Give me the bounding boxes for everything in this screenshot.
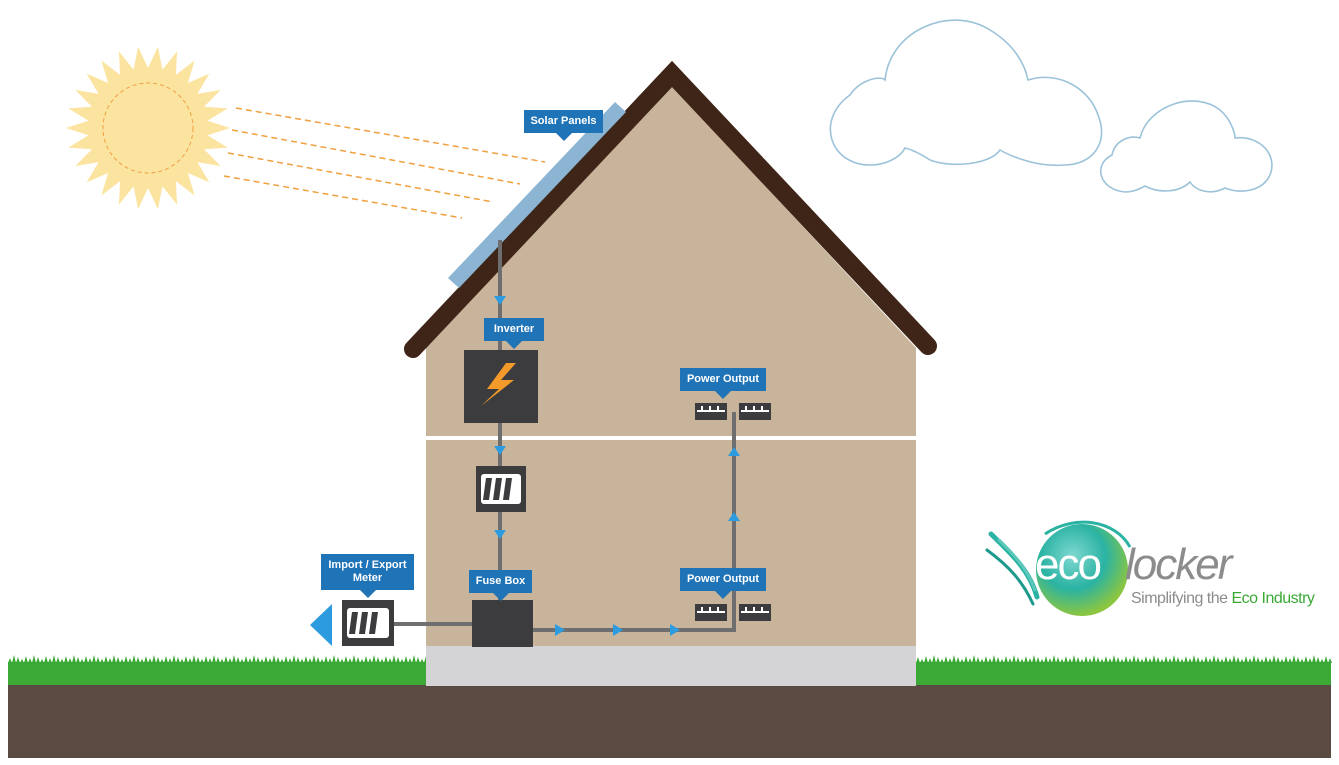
cloud-icon — [1100, 100, 1273, 193]
solar-panels-label: Solar Panels — [524, 110, 603, 141]
sun-icon — [66, 46, 230, 210]
logo-locker-text: locker — [1125, 540, 1232, 589]
flow-arrow-down — [494, 530, 506, 539]
flow-arrow-right — [555, 624, 565, 636]
inverter-label: Inverter — [484, 318, 544, 349]
logo-tagline: Simplifying the Eco Industry — [1131, 590, 1315, 608]
fuse-box-icon — [472, 600, 533, 647]
import-export-meter-label-line2: Meter — [352, 572, 383, 584]
tagline-prefix: Simplifying the — [1131, 590, 1232, 607]
flow-arrow-up — [728, 512, 740, 521]
lightning-icon — [481, 363, 516, 406]
power-output-upper-label-text: Power Output — [686, 373, 760, 385]
inverter-label-text: Inverter — [493, 323, 535, 335]
grass-right — [916, 662, 1331, 685]
flow-arrow-right — [670, 624, 680, 636]
flow-arrow-right — [613, 624, 623, 636]
power-socket-icon — [739, 403, 771, 420]
power-socket-icon — [739, 604, 771, 621]
power-output-upper-label: Power Output — [680, 368, 766, 399]
soil — [8, 684, 1331, 758]
export-arrow-icon — [310, 604, 332, 646]
fuse-box-label: Fuse Box — [469, 570, 532, 601]
flow-arrow-up — [728, 447, 740, 456]
ecolocker-logo: eco locker Simplifying the Eco Industry — [985, 512, 1335, 627]
logo-eco-text: eco — [1035, 540, 1102, 589]
power-output-lower-label: Power Output — [680, 568, 766, 599]
flow-arrow-down — [494, 446, 506, 455]
house-foundation — [426, 646, 916, 686]
battery-icon — [476, 466, 526, 512]
fuse-box-label-text: Fuse Box — [475, 575, 526, 587]
grass-blades — [8, 655, 1332, 663]
meter-icon — [342, 600, 394, 646]
power-socket-icon — [695, 403, 727, 420]
inverter-icon — [464, 350, 538, 423]
solar-panel-icon — [448, 102, 626, 288]
sun-rays — [223, 107, 546, 219]
flow-arrow-down — [494, 296, 506, 305]
import-export-meter-label: Import / Export Meter — [321, 554, 414, 598]
grass-left — [8, 662, 426, 685]
tagline-highlight: Eco Industry — [1231, 590, 1315, 607]
power-socket-icon — [695, 604, 727, 621]
power-output-lower-label-text: Power Output — [686, 573, 760, 585]
logo-orb-icon — [985, 520, 1132, 616]
flow-arrow-icon — [494, 296, 740, 636]
house-wall — [426, 86, 916, 646]
cloud-icon — [829, 19, 1103, 167]
floor-divider — [426, 436, 916, 440]
import-export-meter-label-line1: Import / Export — [328, 559, 407, 571]
solar-panels-label-text: Solar Panels — [530, 115, 597, 127]
